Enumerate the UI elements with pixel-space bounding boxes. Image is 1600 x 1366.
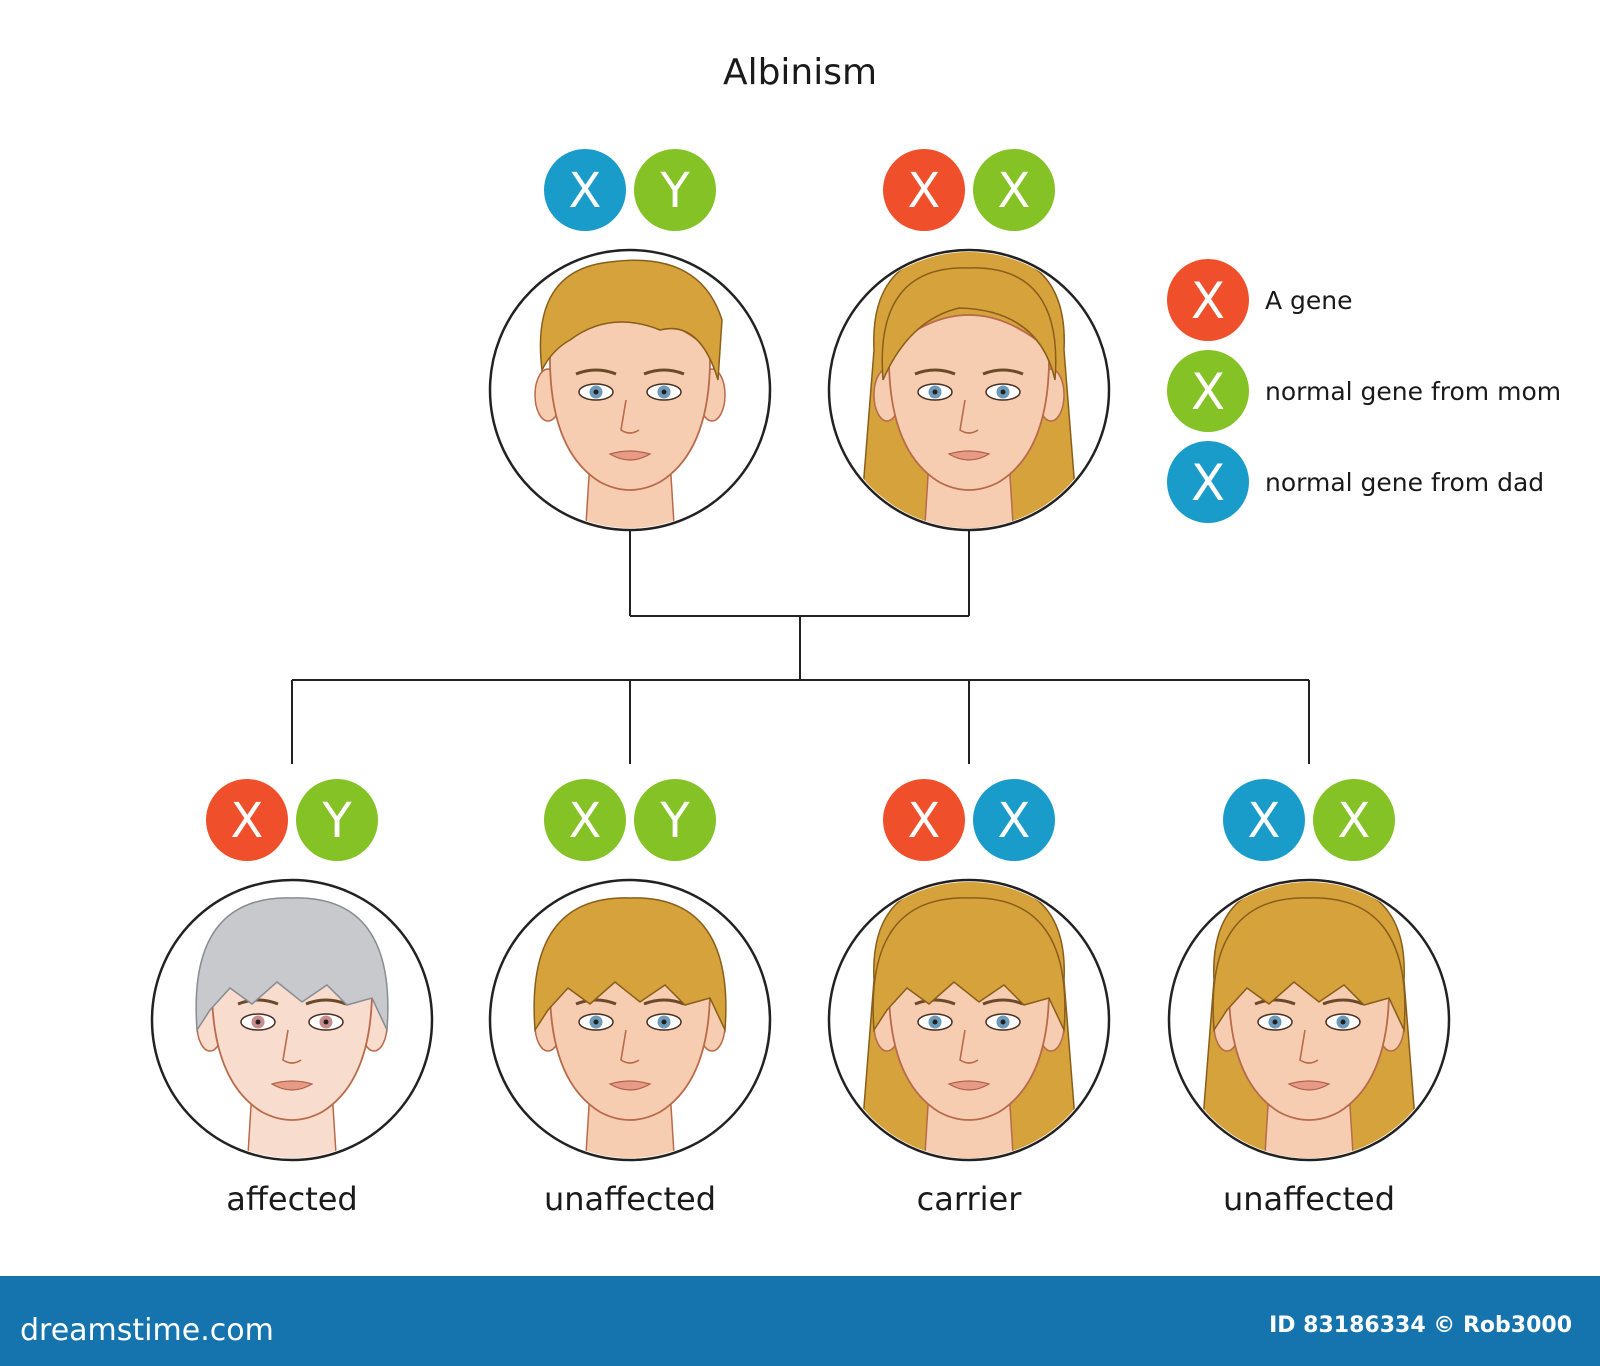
gene-letter: X <box>998 163 1031 219</box>
footer-bar: dreamstime.com ID 83186334 © Rob3000 <box>0 1276 1600 1366</box>
face-illustration <box>490 250 770 540</box>
child-status-label: unaffected <box>1223 1180 1395 1218</box>
gene-letter: X <box>569 793 602 849</box>
gene-letter: Y <box>659 793 690 849</box>
child-status-label: unaffected <box>544 1180 716 1218</box>
gene-red-x-icon: X <box>883 149 965 231</box>
gene-letter: Y <box>659 163 690 219</box>
legend-label: A gene <box>1265 286 1353 315</box>
legend-letter: X <box>1191 272 1225 330</box>
pedigree-connectors <box>292 530 1309 764</box>
gene-green-x-icon: X <box>1313 779 1395 861</box>
gene-green-x-icon: X <box>544 779 626 861</box>
legend-blue-x-icon: X <box>1167 441 1249 523</box>
legend-label: normal gene from mom <box>1265 377 1561 406</box>
face-illustration <box>152 880 432 1170</box>
gene-green-x-icon: X <box>973 149 1055 231</box>
face-illustration <box>829 250 1109 540</box>
gene-letter: X <box>231 793 264 849</box>
gene-red-x-icon: X <box>883 779 965 861</box>
gene-blue-x-icon: X <box>1223 779 1305 861</box>
gene-letter: Y <box>321 793 352 849</box>
legend-letter: X <box>1191 454 1225 512</box>
face-illustration <box>490 880 770 1170</box>
legend-letter: X <box>1191 363 1225 421</box>
gene-letter: X <box>1248 793 1281 849</box>
footer-brand: dreamstime.com <box>20 1313 274 1348</box>
gene-green-y-icon: Y <box>634 779 716 861</box>
gene-letter: X <box>908 163 941 219</box>
gene-green-y-icon: Y <box>296 779 378 861</box>
gene-green-y-icon: Y <box>634 149 716 231</box>
diagram-title: Albinism <box>723 52 877 93</box>
gene-letter: X <box>569 163 602 219</box>
legend-green-x-icon: X <box>1167 350 1249 432</box>
legend-red-x-icon: X <box>1167 259 1249 341</box>
child-status-label: carrier <box>917 1180 1023 1218</box>
gene-blue-x-icon: X <box>544 149 626 231</box>
face-illustration <box>1169 880 1449 1170</box>
footer-credit: ID 83186334 © Rob3000 <box>1269 1313 1572 1338</box>
face-illustration <box>829 880 1109 1170</box>
gene-letter: X <box>908 793 941 849</box>
legend-item: X A gene <box>1167 259 1353 341</box>
gene-letter: X <box>1338 793 1371 849</box>
gene-red-x-icon: X <box>206 779 288 861</box>
child-status-label: affected <box>226 1180 357 1218</box>
legend-label: normal gene from dad <box>1265 468 1544 497</box>
gene-blue-x-icon: X <box>973 779 1055 861</box>
gene-letter: X <box>998 793 1031 849</box>
